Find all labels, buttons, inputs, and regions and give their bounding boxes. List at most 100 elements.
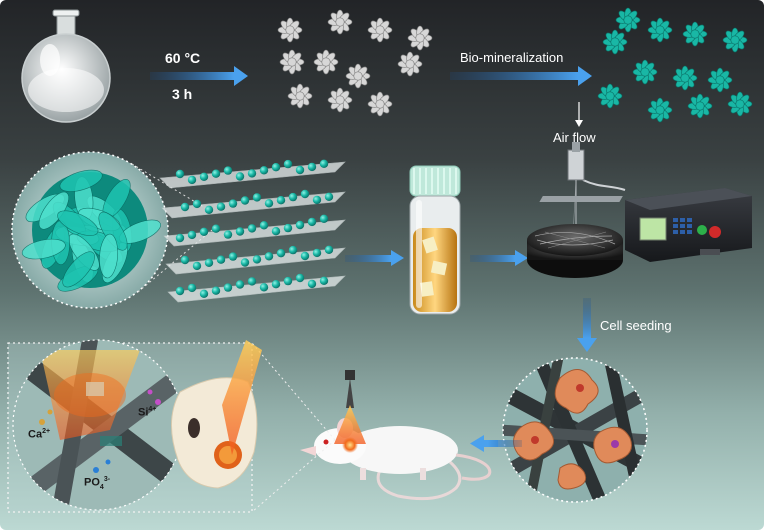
teal-microflower <box>722 27 748 53</box>
particle <box>264 199 274 208</box>
rat-illustration <box>300 418 492 501</box>
particle <box>204 205 214 214</box>
teal-microflower <box>615 7 641 33</box>
arrow-down-icon <box>575 102 583 127</box>
particle <box>264 252 274 261</box>
particle <box>187 283 197 293</box>
cell-seeded-fibers <box>502 357 648 503</box>
particle <box>187 230 197 240</box>
particle <box>192 199 202 209</box>
duration-label: 3 h <box>172 86 193 102</box>
particle <box>175 286 185 296</box>
grey-microflower <box>407 25 433 51</box>
particle <box>252 193 262 202</box>
arrow-right-icon <box>150 66 248 86</box>
particle <box>295 273 305 283</box>
particle <box>283 223 293 233</box>
particle <box>307 217 317 227</box>
grey-microflower <box>397 51 423 77</box>
calcium-ion-label: Ca2+ <box>28 428 51 441</box>
teal-microflower <box>602 29 628 55</box>
zoom-line <box>251 342 336 441</box>
electrospinning-rig <box>567 142 626 236</box>
particle <box>283 276 293 286</box>
particle <box>319 214 329 223</box>
particle <box>240 258 250 267</box>
particle <box>324 192 334 201</box>
fiber-mat <box>527 224 623 278</box>
particle <box>180 255 190 265</box>
teal-microflower <box>672 65 698 91</box>
grey-microflower <box>367 91 393 117</box>
particle <box>271 227 281 236</box>
arrow-left-icon <box>470 435 522 452</box>
particle <box>216 255 226 264</box>
particle <box>300 251 310 261</box>
syringe-pump-icon <box>539 188 752 262</box>
particle <box>180 202 190 212</box>
teal-microflower-cluster <box>597 7 753 123</box>
particle <box>276 249 286 258</box>
cell-seeding-label: Cell seeding <box>600 318 672 333</box>
particle <box>324 245 334 254</box>
particle <box>247 277 257 286</box>
particle <box>223 230 233 239</box>
particle <box>199 172 209 181</box>
treatment-inset <box>7 339 262 513</box>
particle <box>199 289 209 298</box>
arrow-down-icon <box>577 298 597 352</box>
particle <box>312 195 322 205</box>
particle <box>240 196 250 205</box>
particle <box>199 227 209 236</box>
particle <box>235 172 245 181</box>
particle <box>259 166 269 175</box>
grey-microflower <box>279 49 305 75</box>
particle <box>259 221 269 230</box>
teal-microflower <box>647 97 673 123</box>
particle <box>175 169 185 179</box>
particle <box>252 255 262 264</box>
bio-mineralization-label: Bio-mineralization <box>460 50 564 65</box>
layered-sheets-with-particles <box>159 159 346 303</box>
grey-microflower <box>327 9 353 35</box>
particle <box>288 245 298 255</box>
particle <box>319 159 329 168</box>
particle <box>211 286 221 295</box>
air-flow-label: Air flow <box>553 130 596 145</box>
particle <box>276 196 286 205</box>
particle <box>235 227 245 236</box>
particle <box>235 280 245 289</box>
particle <box>295 165 305 175</box>
teal-microflower <box>682 21 708 47</box>
grey-microflower <box>345 63 371 89</box>
particle <box>223 166 233 175</box>
particle <box>211 169 221 178</box>
particle <box>228 199 238 208</box>
particle <box>192 261 202 271</box>
particle <box>283 159 293 169</box>
particle <box>247 224 257 233</box>
particle <box>223 283 233 292</box>
particle <box>288 192 298 202</box>
particle <box>307 279 317 289</box>
arrow-right-icon <box>450 66 592 86</box>
particle <box>312 248 322 258</box>
teal-microflower <box>597 83 623 109</box>
particle <box>216 202 226 211</box>
particle <box>187 175 197 185</box>
grey-microflower-cluster <box>277 9 433 117</box>
grey-microflower <box>277 17 303 43</box>
particle <box>247 169 257 178</box>
teal-microflower <box>727 91 753 117</box>
vial-icon <box>409 165 461 315</box>
particle <box>319 276 329 285</box>
temperature-label: 60 °C <box>165 50 201 66</box>
laser-probe-icon <box>334 370 366 453</box>
zoom-line <box>251 439 336 513</box>
grey-microflower <box>313 49 339 75</box>
particle <box>259 283 269 292</box>
particle <box>271 163 281 172</box>
phosphate-ion-label: PO43- <box>84 476 111 491</box>
